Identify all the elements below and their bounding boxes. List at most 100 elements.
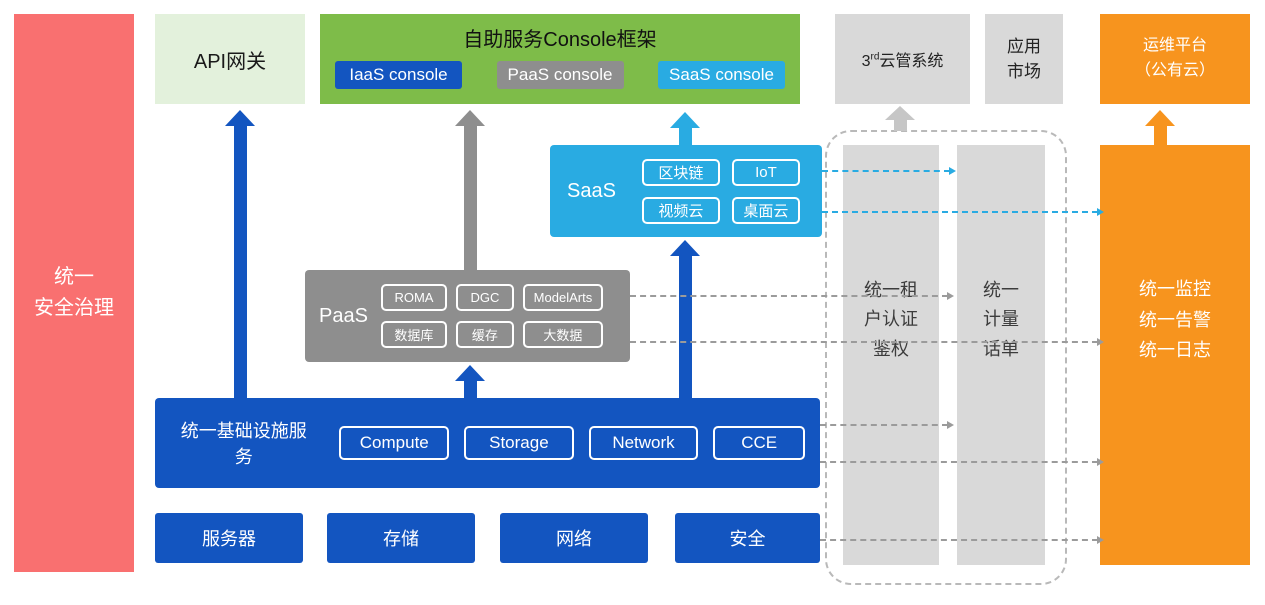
connector-saas-to-metering: [822, 167, 956, 175]
iaas-console-chip: IaaS console: [335, 61, 462, 89]
arrow-saas-to-console: [670, 112, 700, 145]
infra-service-network: Network: [588, 426, 699, 460]
third-party-prefix: 3: [861, 53, 871, 70]
hardware-network-box: 网络: [500, 513, 648, 563]
arrowhead-icon: [949, 167, 956, 175]
unified-monitoring-bar: 统一监控 统一告警 统一日志: [1100, 145, 1250, 565]
saas-services-grid: 区块链 IoT 视频云 桌面云: [641, 158, 800, 224]
paas-service-database-label: 数据库: [394, 328, 434, 343]
connector-paas-to-metering: [630, 292, 954, 300]
saas-console-chip: SaaS console: [658, 61, 785, 89]
hardware-server-label: 服务器: [202, 529, 256, 549]
arrowhead-icon: [947, 292, 954, 300]
infra-service-storage: Storage: [464, 426, 574, 460]
ops-platform-label: 运维平台 （公有云）: [1134, 37, 1215, 79]
infra-service-cce: CCE: [713, 426, 805, 460]
hardware-storage-box: 存储: [327, 513, 475, 563]
hardware-security-box: 安全: [675, 513, 820, 563]
arrow-head: [670, 112, 700, 128]
hardware-network-label: 网络: [556, 529, 592, 549]
iaas-console-label: IaaS console: [349, 65, 448, 84]
arrow-infra-to-saas: [670, 240, 700, 398]
paas-console-label: PaaS console: [507, 65, 613, 84]
saas-service-blockchain-label: 区块链: [658, 164, 704, 182]
arrowhead-icon: [1097, 458, 1104, 466]
shared-services-dashed-frame: [825, 130, 1067, 585]
paas-service-cache-label: 缓存: [471, 328, 498, 343]
infra-service-compute: Compute: [339, 426, 450, 460]
arrowhead-icon: [1097, 338, 1104, 346]
app-market-label: 应用 市场: [1007, 36, 1041, 82]
infra-service-storage-label: Storage: [489, 433, 549, 452]
saas-box: SaaS 区块链 IoT 视频云 桌面云: [550, 145, 822, 237]
connector-paas-to-monitoring: [630, 338, 1104, 346]
arrow-body: [463, 381, 477, 398]
infra-service-compute-label: Compute: [359, 433, 429, 452]
paas-label: PaaS: [319, 304, 368, 327]
arrow-infra-to-api-gateway: [225, 110, 255, 398]
paas-service-bigdata: 大数据: [522, 321, 603, 348]
saas-service-desktop-cloud-label: 桌面云: [743, 202, 789, 220]
arrow-paas-to-console: [455, 110, 485, 270]
third-party-rest: 云管系统: [879, 53, 944, 70]
infrastructure-services-box: 统一基础设施服务 Compute Storage Network CCE: [155, 398, 820, 488]
connector-infra-to-metering: [820, 421, 954, 429]
third-party-cloud-mgmt-box: 3rd云管系统: [835, 14, 970, 104]
saas-service-desktop-cloud: 桌面云: [731, 196, 800, 224]
saas-service-iot-label: IoT: [755, 163, 777, 181]
unified-security-governance-bar: 统一 安全治理: [14, 14, 134, 572]
console-framework-title: 自助服务Console框架: [463, 29, 657, 51]
unified-security-governance-label: 统一 安全治理: [34, 266, 114, 319]
infra-service-network-label: Network: [612, 433, 675, 452]
infrastructure-services-label: 统一基础设施服务: [180, 421, 307, 467]
hardware-security-label: 安全: [729, 529, 766, 549]
hardware-storage-label: 存储: [383, 529, 419, 549]
arrowhead-icon: [1097, 208, 1104, 216]
third-party-superscript: rd: [870, 51, 880, 63]
arrow-head: [455, 365, 485, 381]
paas-service-cache: 缓存: [455, 321, 514, 348]
paas-service-database: 数据库: [380, 321, 447, 348]
infra-service-cce-label: CCE: [741, 433, 778, 452]
console-chips-row: IaaS console PaaS console SaaS console: [335, 61, 785, 89]
arrow-body: [678, 128, 692, 145]
paas-services-grid: ROMA DGC ModelArts 数据库 缓存 大数据: [380, 284, 603, 348]
arrowhead-icon: [1097, 536, 1104, 544]
paas-box: PaaS ROMA DGC ModelArts 数据库 缓存 大数据: [305, 270, 630, 362]
arrow-body: [233, 126, 247, 398]
unified-tenant-auth-bar: 统一租 户认证 鉴权: [843, 145, 939, 565]
arrow-body: [678, 256, 692, 398]
unified-metering-label: 统一 计量 话单: [983, 280, 1019, 359]
connector-saas-to-monitoring: [822, 208, 1104, 216]
paas-service-modelarts: ModelArts: [522, 284, 603, 311]
saas-console-label: SaaS console: [669, 65, 774, 84]
paas-service-modelarts-label: ModelArts: [533, 290, 593, 305]
paas-service-bigdata-label: 大数据: [543, 328, 583, 343]
console-framework-box: 自助服务Console框架 IaaS console PaaS console …: [320, 14, 800, 104]
arrow-head: [670, 240, 700, 256]
paas-service-dgc: DGC: [455, 284, 514, 311]
arrow-head: [455, 110, 485, 126]
unified-tenant-auth-label: 统一租 户认证 鉴权: [864, 280, 918, 359]
saas-service-blockchain: 区块链: [641, 158, 720, 186]
arrow-body: [1153, 126, 1167, 146]
connector-security-to-monitoring: [820, 536, 1104, 544]
arrow-shared-to-third-party: [885, 106, 915, 131]
paas-service-roma: ROMA: [380, 284, 447, 311]
arrow-head: [885, 106, 915, 120]
connector-infra-to-monitoring: [820, 458, 1104, 466]
arrow-head: [225, 110, 255, 126]
arrow-monitoring-to-ops: [1145, 110, 1175, 146]
ops-platform-box: 运维平台 （公有云）: [1100, 14, 1250, 104]
api-gateway-label: API网关: [193, 50, 267, 73]
saas-label: SaaS: [567, 179, 616, 202]
saas-service-video-cloud-label: 视频云: [658, 202, 704, 220]
saas-service-iot: IoT: [731, 158, 800, 186]
arrowhead-icon: [947, 421, 954, 429]
paas-service-dgc-label: DGC: [470, 290, 500, 305]
unified-monitoring-label: 统一监控 统一告警 统一日志: [1139, 278, 1211, 361]
api-gateway-box: API网关: [155, 14, 305, 104]
arrow-body: [893, 120, 907, 131]
saas-service-video-cloud: 视频云: [641, 196, 720, 224]
arrow-body: [463, 126, 477, 270]
